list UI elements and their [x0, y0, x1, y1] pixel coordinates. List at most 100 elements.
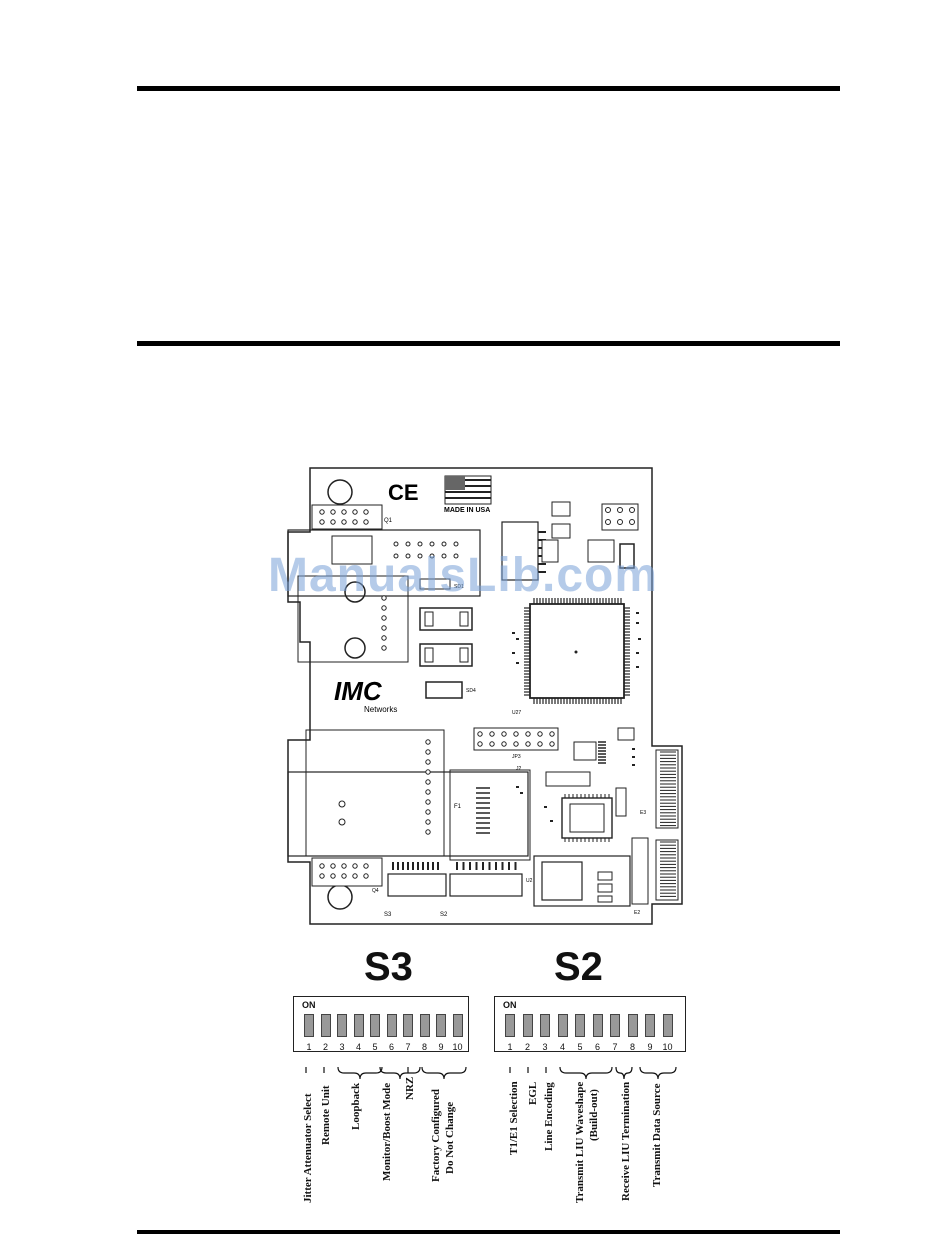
silk-jp3: JP3: [512, 754, 521, 760]
silk-sd1: SD1: [454, 584, 464, 590]
magnetics-f1: [449, 769, 531, 861]
imc-logo: IMC: [334, 676, 383, 706]
s3-switch-toggle: [304, 1014, 314, 1037]
s2-switch-number: 6: [594, 1042, 600, 1052]
s2-switch-toggle: [522, 1014, 533, 1037]
board-dip-s3: [387, 873, 447, 897]
s3-label-donotchange: Do Not Change: [444, 1101, 456, 1174]
transformer-t1: [501, 521, 539, 581]
s2-label-t1e1: T1/E1 Selection: [508, 1081, 520, 1155]
s3-switch-toggle: [419, 1014, 430, 1037]
s2-switch-number: 1: [507, 1042, 513, 1052]
s2-dip-switch: ON 1 2 3 4 5 6 7 8 9 10: [494, 996, 686, 1052]
s2-switch-number: 3: [542, 1042, 548, 1052]
s2-switch-toggle: [575, 1014, 585, 1037]
us-flag-icon: [444, 475, 492, 505]
s2-switch-number: 4: [559, 1042, 565, 1052]
silk-sd4: SD4: [466, 688, 476, 694]
s3-switch-toggle: [353, 1014, 364, 1037]
mounting-hole: [344, 581, 366, 603]
s3-switch-number: 5: [372, 1042, 378, 1052]
made-in-usa-caption: MADE IN USA: [444, 507, 490, 514]
s3-switch-toggle: [436, 1014, 446, 1037]
s2-switch-number: 2: [524, 1042, 530, 1052]
bottom-rule: [137, 1230, 840, 1234]
s2-switch-number: 5: [577, 1042, 583, 1052]
mounting-hole: [327, 884, 353, 910]
s3-label-loopback: Loopback: [350, 1082, 362, 1130]
s3-switch-number: 4: [355, 1042, 361, 1052]
s3-label-remote: Remote Unit: [320, 1085, 332, 1145]
edge-connector-upper: [655, 749, 679, 829]
s3-switch-toggle: [403, 1014, 413, 1037]
s3-switch-toggle: [337, 1014, 347, 1037]
s2-label-egl: EGL: [527, 1081, 539, 1105]
q4-header: [311, 857, 383, 887]
silk-s3: S3: [384, 912, 392, 918]
fuse-sd4: [425, 681, 463, 699]
s3-switch-number: 10: [452, 1042, 463, 1052]
s2-switch-number: 9: [647, 1042, 653, 1052]
brace-lines: [305, 1066, 677, 1080]
s3-label-jitter: Jitter Attenuator Select: [302, 1093, 314, 1203]
s2-switch-toggle: [505, 1014, 515, 1037]
silk-s2: S2: [440, 912, 448, 918]
s3-switch-toggle: [452, 1014, 463, 1037]
s2-switch-toggle: [610, 1014, 620, 1037]
silk-j2: J2: [516, 766, 522, 772]
s2-switch-number: 8: [629, 1042, 635, 1052]
board-layout-figure: CE MADE IN USA Q1 SD1 SD4 IMC Networks U…: [287, 467, 683, 925]
jp3-header: [473, 727, 559, 751]
s2-switch-number: 7: [612, 1042, 618, 1052]
silk-e2: E2: [634, 910, 640, 916]
s2-switch-toggle: [645, 1014, 655, 1037]
s2-label-buildout: (Build-out): [588, 1089, 600, 1141]
s3-switch-toggle: [386, 1014, 397, 1037]
s3-switch-number: 2: [322, 1042, 328, 1052]
silk-q1: Q1: [384, 518, 393, 524]
s2-on-label: ON: [503, 1000, 517, 1010]
s3-title: S3: [364, 945, 413, 989]
s2-switch-toggle: [627, 1014, 638, 1037]
board-dip-s2: [449, 873, 523, 897]
s2-switch-toggle: [557, 1014, 568, 1037]
s2-switch-toggle: [540, 1014, 550, 1037]
s3-switch-toggle: [370, 1014, 380, 1037]
s3-label-monitor: Monitor/Boost Mode: [381, 1082, 393, 1181]
s3-switch-number: 3: [339, 1042, 345, 1052]
silk-q4: Q4: [372, 888, 379, 894]
silk-f1: F1: [454, 804, 462, 810]
middle-rule: [137, 341, 840, 346]
fuse-sd1: [419, 578, 451, 590]
s2-switch-toggle: [662, 1014, 673, 1037]
s2-label-encoding: Line Encoding: [543, 1082, 555, 1151]
s3-switch-number: 8: [421, 1042, 427, 1052]
s2-label-waveshape: Transmit LIU Waveshape: [574, 1081, 586, 1203]
s2-title: S2: [554, 945, 603, 989]
mounting-hole: [327, 479, 353, 505]
mounting-hole: [344, 637, 366, 659]
s3-on-label: ON: [302, 1000, 316, 1010]
q1-header: [311, 504, 383, 530]
s3-switch-number: 1: [306, 1042, 312, 1052]
s3-label-nrz: NRZ: [404, 1076, 416, 1100]
s2-switch-number: 10: [662, 1042, 673, 1052]
s3-label-factory: Factory Configured: [430, 1089, 442, 1182]
s3-switch-number: 6: [388, 1042, 394, 1052]
s3-switch-number: 7: [405, 1042, 411, 1052]
s2-label-datasource: Transmit Data Source: [651, 1083, 663, 1187]
ce-mark: CE: [388, 480, 419, 505]
s2-label-receive: Receive LIU Termination: [620, 1081, 632, 1201]
silk-u2: U2: [526, 878, 533, 884]
watermark: ManualsLib.com: [268, 549, 659, 602]
edge-connector-lower: [655, 839, 679, 901]
silk-u27: U27: [512, 710, 521, 716]
silk-e3: E3: [640, 810, 646, 816]
imc-logo-networks: Networks: [364, 705, 397, 714]
s3-switch-number: 9: [438, 1042, 444, 1052]
s3-switch-toggle: [320, 1014, 331, 1037]
s2-switch-toggle: [592, 1014, 603, 1037]
top-rule: [137, 86, 840, 91]
